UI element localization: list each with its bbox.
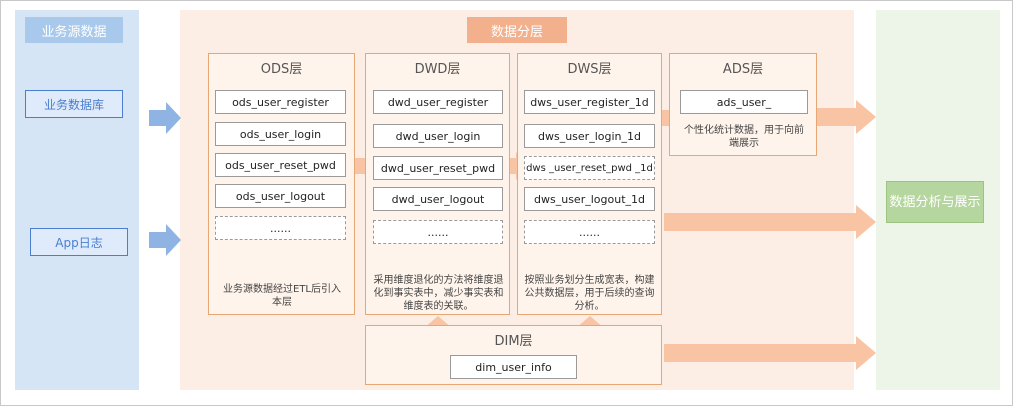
ads-layer-title: ADS层 xyxy=(722,62,764,77)
ads-layer-description: 个性化统计数据，用于向前端展示 xyxy=(684,125,804,149)
arrow-dws-to-analysis xyxy=(664,205,876,239)
source-data-panel xyxy=(15,10,139,390)
dws-table-user-reset-pwd-1d: dws _user_reset_pwd _1d xyxy=(524,156,655,180)
ods-table-user-reset-pwd: ods_user_reset_pwd xyxy=(215,153,346,177)
ads-table-user: ads_user_ xyxy=(680,90,808,114)
dwd-layer: DWD层 dwd_user_register dwd_user_login dw… xyxy=(365,53,510,315)
arrow-log-to-ods xyxy=(149,224,181,256)
ods-table-user-login: ods_user_login xyxy=(215,122,346,146)
ods-layer-title: ODS层 xyxy=(260,62,303,77)
data-layering-header: 数据分层 xyxy=(467,17,567,43)
ods-table-more: ...... xyxy=(215,216,346,240)
app-log-box: App日志 xyxy=(30,228,128,256)
dwd-table-user-logout: dwd_user_logout xyxy=(373,187,503,211)
dwd-table-more: ...... xyxy=(373,220,503,244)
ods-table-user-logout: ods_user_logout xyxy=(215,184,346,208)
ods-layer: ODS层 ods_user_register ods_user_login od… xyxy=(208,53,355,315)
ods-layer-description: 业务源数据经过ETL后引入本层 xyxy=(223,284,341,308)
ads-layer: ADS层 ads_user_ 个性化统计数据，用于向前端展示 xyxy=(669,53,817,156)
data-analysis-display-box: 数据分析与展示 xyxy=(886,181,984,223)
arrow-ads-to-analysis xyxy=(817,100,876,134)
arrow-db-to-ods xyxy=(149,102,181,134)
source-data-header: 业务源数据 xyxy=(25,17,123,43)
dwd-table-user-register: dwd_user_register xyxy=(373,90,503,114)
dwd-table-user-reset-pwd: dwd_user_reset_pwd xyxy=(373,156,503,180)
dws-table-user-register-1d: dws_user_register_1d xyxy=(524,90,655,114)
dim-layer-title: DIM层 xyxy=(494,334,533,349)
dws-layer-title: DWS层 xyxy=(567,62,612,77)
dws-layer: DWS层 dws_user_register_1d dws_user_login… xyxy=(517,53,662,315)
dwd-table-user-login: dwd_user_login xyxy=(373,124,503,148)
dwd-layer-description: 采用维度退化的方法将维度退化到事实表中，减少事实表和维度表的关联。 xyxy=(373,275,504,312)
arrow-dim-to-analysis xyxy=(664,336,876,370)
dws-table-user-logout-1d: dws_user_logout_1d xyxy=(524,187,655,211)
dwd-layer-title: DWD层 xyxy=(414,62,461,77)
dws-table-more: ...... xyxy=(524,220,655,244)
dws-layer-description: 按照业务划分生成宽表，构建公共数据层，用于后续的查询分析。 xyxy=(524,275,655,312)
dws-table-user-login-1d: dws_user_login_1d xyxy=(524,124,655,148)
dim-table-user-info: dim_user_info xyxy=(450,355,577,379)
ods-table-user-register: ods_user_register xyxy=(215,90,346,114)
business-database-box: 业务数据库 xyxy=(25,90,123,118)
dim-layer: DIM层 dim_user_info xyxy=(365,325,662,385)
